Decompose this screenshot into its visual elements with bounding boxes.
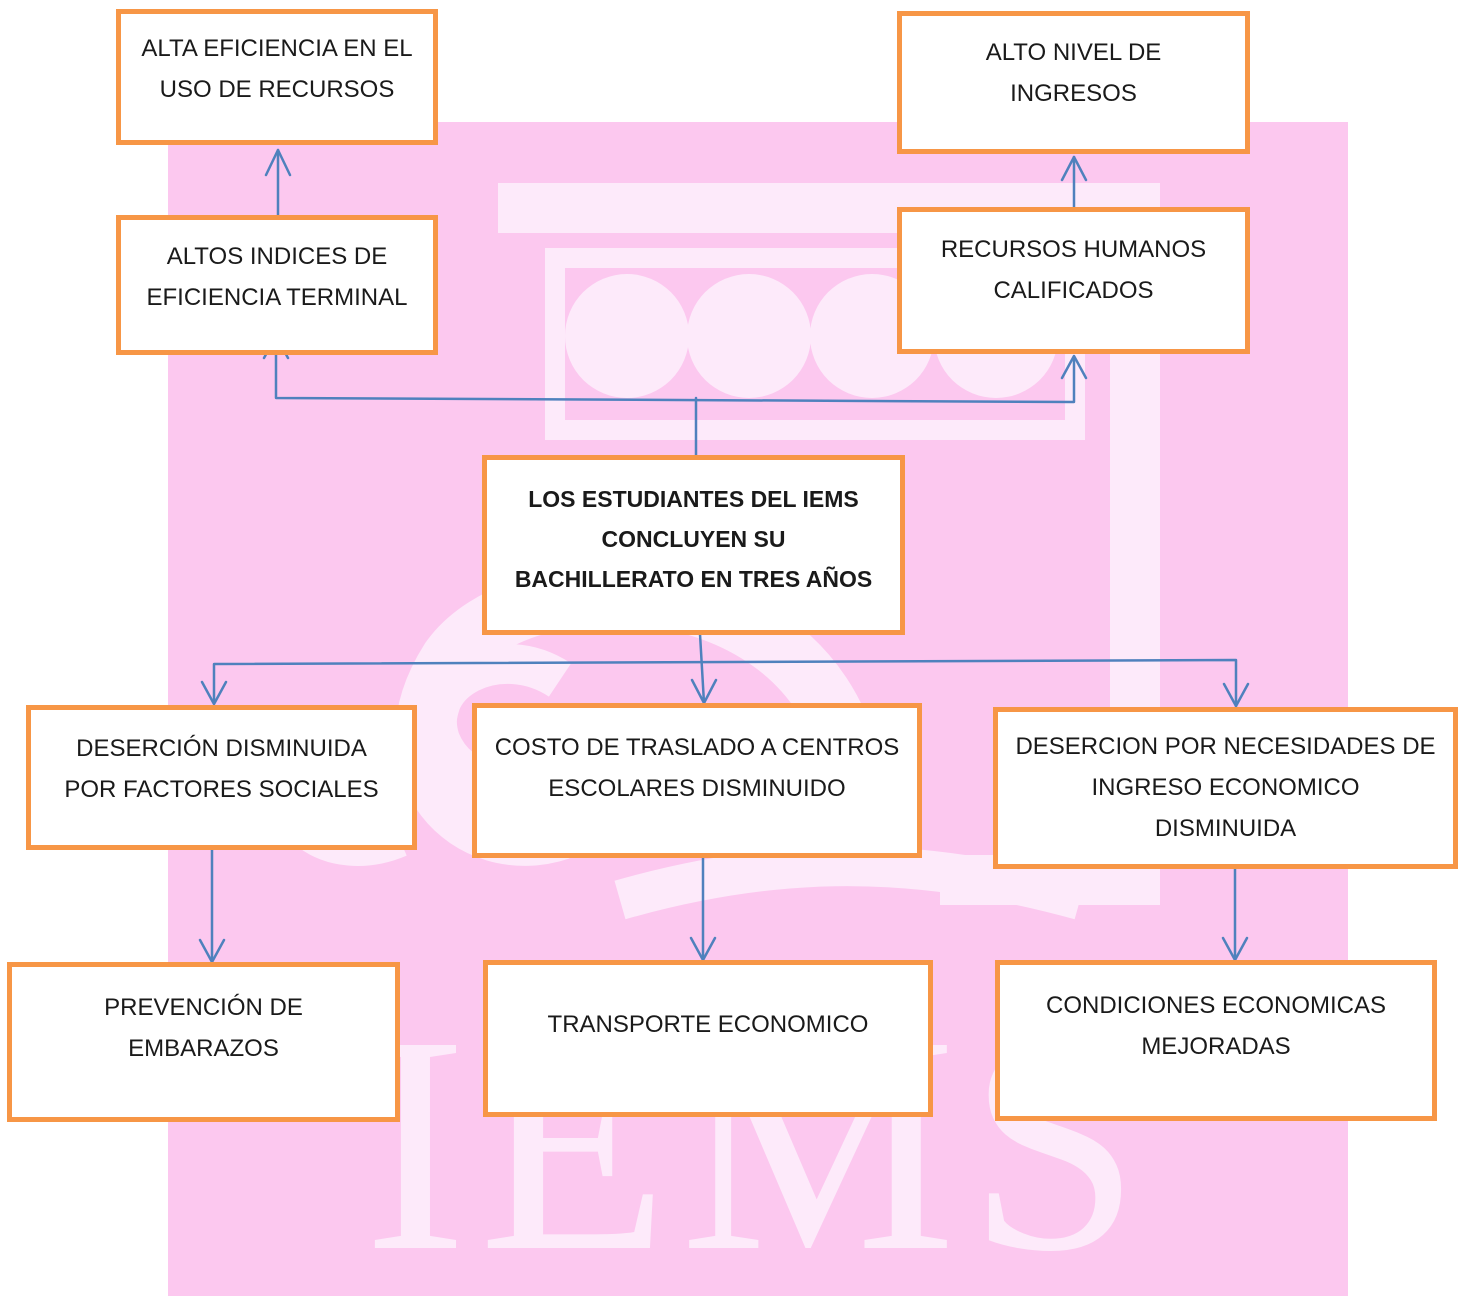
arrow-costo-to-transporte (689, 855, 717, 962)
box-condiciones-economicas: CONDICIONES ECONOMICAS MEJORADAS (995, 960, 1437, 1121)
box-alta-eficiencia: ALTA EFICIENCIA EN EL USO DE RECURSOS (116, 9, 438, 145)
box-alta-eficiencia-label: ALTA EFICIENCIA EN EL USO DE RECURSOS (141, 35, 413, 103)
box-recursos-humanos-label: RECURSOS HUMANOS CALIFICADOS (940, 236, 1207, 304)
box-main-objective-label: LOS ESTUDIANTES DEL IEMS CONCLUYEN SU BA… (514, 486, 873, 592)
logo-mark (271, 183, 1160, 920)
logo-dot-2 (687, 274, 811, 398)
box-costo-traslado: COSTO DE TRASLADO A CENTROS ESCOLARES DI… (472, 703, 922, 858)
logo-spiral-outer (395, 564, 880, 866)
box-desercion-necesidades-label: DESERCION POR NECESIDADES DE INGRESO ECO… (1015, 733, 1436, 842)
arrow-recursos-to-alto (1060, 155, 1088, 210)
box-transporte-label: TRANSPORTE ECONOMICO (547, 1011, 869, 1038)
box-main-objective: LOS ESTUDIANTES DEL IEMS CONCLUYEN SU BA… (482, 455, 905, 635)
box-desercion-disminuida-label: DESERCIÓN DISMINUIDA POR FACTORES SOCIAL… (64, 735, 379, 803)
box-costo-traslado-label: COSTO DE TRASLADO A CENTROS ESCOLARES DI… (494, 734, 900, 802)
box-condiciones-label: CONDICIONES ECONOMICAS MEJORADAS (1045, 992, 1387, 1060)
box-recursos-humanos: RECURSOS HUMANOS CALIFICADOS (897, 207, 1250, 354)
logo-dot-1 (565, 274, 689, 398)
box-alto-nivel-label: ALTO NIVEL DE INGRESOS (985, 39, 1162, 107)
box-desercion-necesidades: DESERCION POR NECESIDADES DE INGRESO ECO… (993, 707, 1458, 869)
box-prevencion-label: PREVENCIÓN DE EMBARAZOS (104, 994, 303, 1062)
arrow-desercion-to-prevencion (198, 847, 226, 964)
logo-wave (614, 846, 1086, 920)
arrow-altos-to-alta (264, 148, 292, 217)
arrow-main-to-lower-boxes (200, 632, 1250, 708)
box-altos-indices: ALTOS INDICES DE EFICIENCIA TERMINAL (116, 215, 438, 355)
box-altos-indices-label: ALTOS INDICES DE EFICIENCIA TERMINAL (146, 243, 408, 311)
box-alto-nivel-ingresos: ALTO NIVEL DE INGRESOS (897, 11, 1250, 154)
box-prevencion-embarazos: PREVENCIÓN DE EMBARAZOS (7, 962, 400, 1122)
arrow-desercion-to-condiciones (1221, 866, 1249, 962)
box-transporte-economico: TRANSPORTE ECONOMICO (483, 960, 933, 1117)
box-desercion-disminuida: DESERCIÓN DISMINUIDA POR FACTORES SOCIAL… (26, 705, 417, 850)
